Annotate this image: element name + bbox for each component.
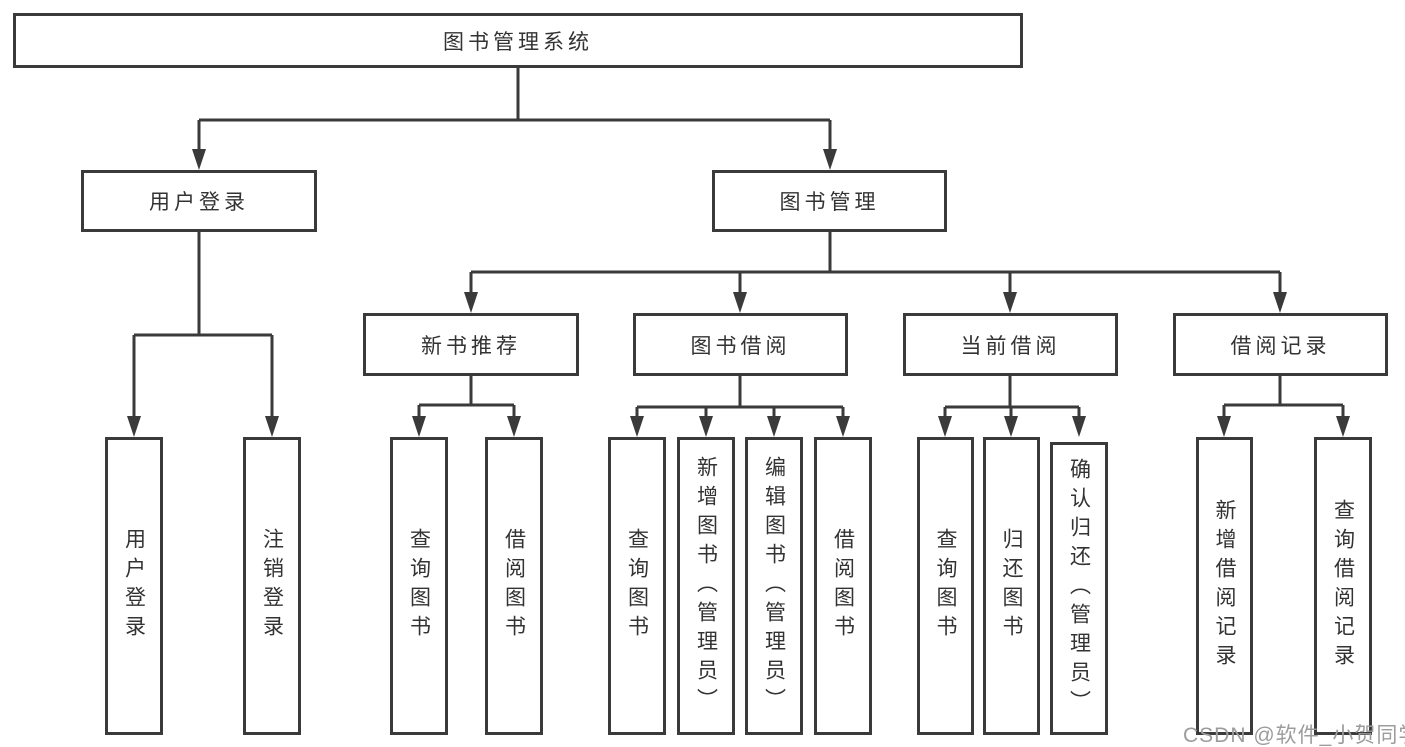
- leaf-borrowing-edit-books-admin: 编辑图书（管理员）: [745, 437, 803, 735]
- connector-paths: [132, 68, 1345, 418]
- watermark: CSDN @软件_小贺同学: [1183, 724, 1405, 747]
- leaf-borrowing-borrow-books: 借阅图书: [814, 437, 872, 735]
- leaf-current-query-books: 查询图书: [917, 437, 974, 735]
- node-borrowing-records: 借阅记录: [1173, 313, 1388, 376]
- node-book-borrowing: 图书借阅: [633, 313, 848, 376]
- node-new-book-recommendation: 新书推荐: [363, 313, 579, 376]
- leaf-logout: 注销登录: [243, 437, 301, 735]
- leaf-records-add-record: 新增借阅记录: [1196, 437, 1253, 735]
- node-current-borrowing: 当前借阅: [903, 313, 1118, 376]
- node-user-login: 用户登录: [81, 170, 317, 232]
- node-library-management-system: 图书管理系统: [13, 13, 1023, 68]
- leaf-borrowing-add-books-admin: 新增图书（管理员）: [677, 437, 735, 735]
- node-book-management: 图书管理: [712, 170, 947, 232]
- leaf-current-return-books: 归还图书: [983, 437, 1040, 735]
- arrowhead-icons: [127, 149, 1350, 437]
- leaf-current-confirm-return-admin: 确认归还（管理员）: [1050, 442, 1108, 735]
- leaf-records-query-record: 查询借阅记录: [1314, 437, 1372, 735]
- leaf-user-login: 用户登录: [105, 437, 163, 735]
- leaf-newbooks-borrow-books: 借阅图书: [485, 437, 543, 735]
- leaf-newbooks-query-books: 查询图书: [390, 437, 448, 735]
- leaf-borrowing-query-books: 查询图书: [608, 437, 666, 735]
